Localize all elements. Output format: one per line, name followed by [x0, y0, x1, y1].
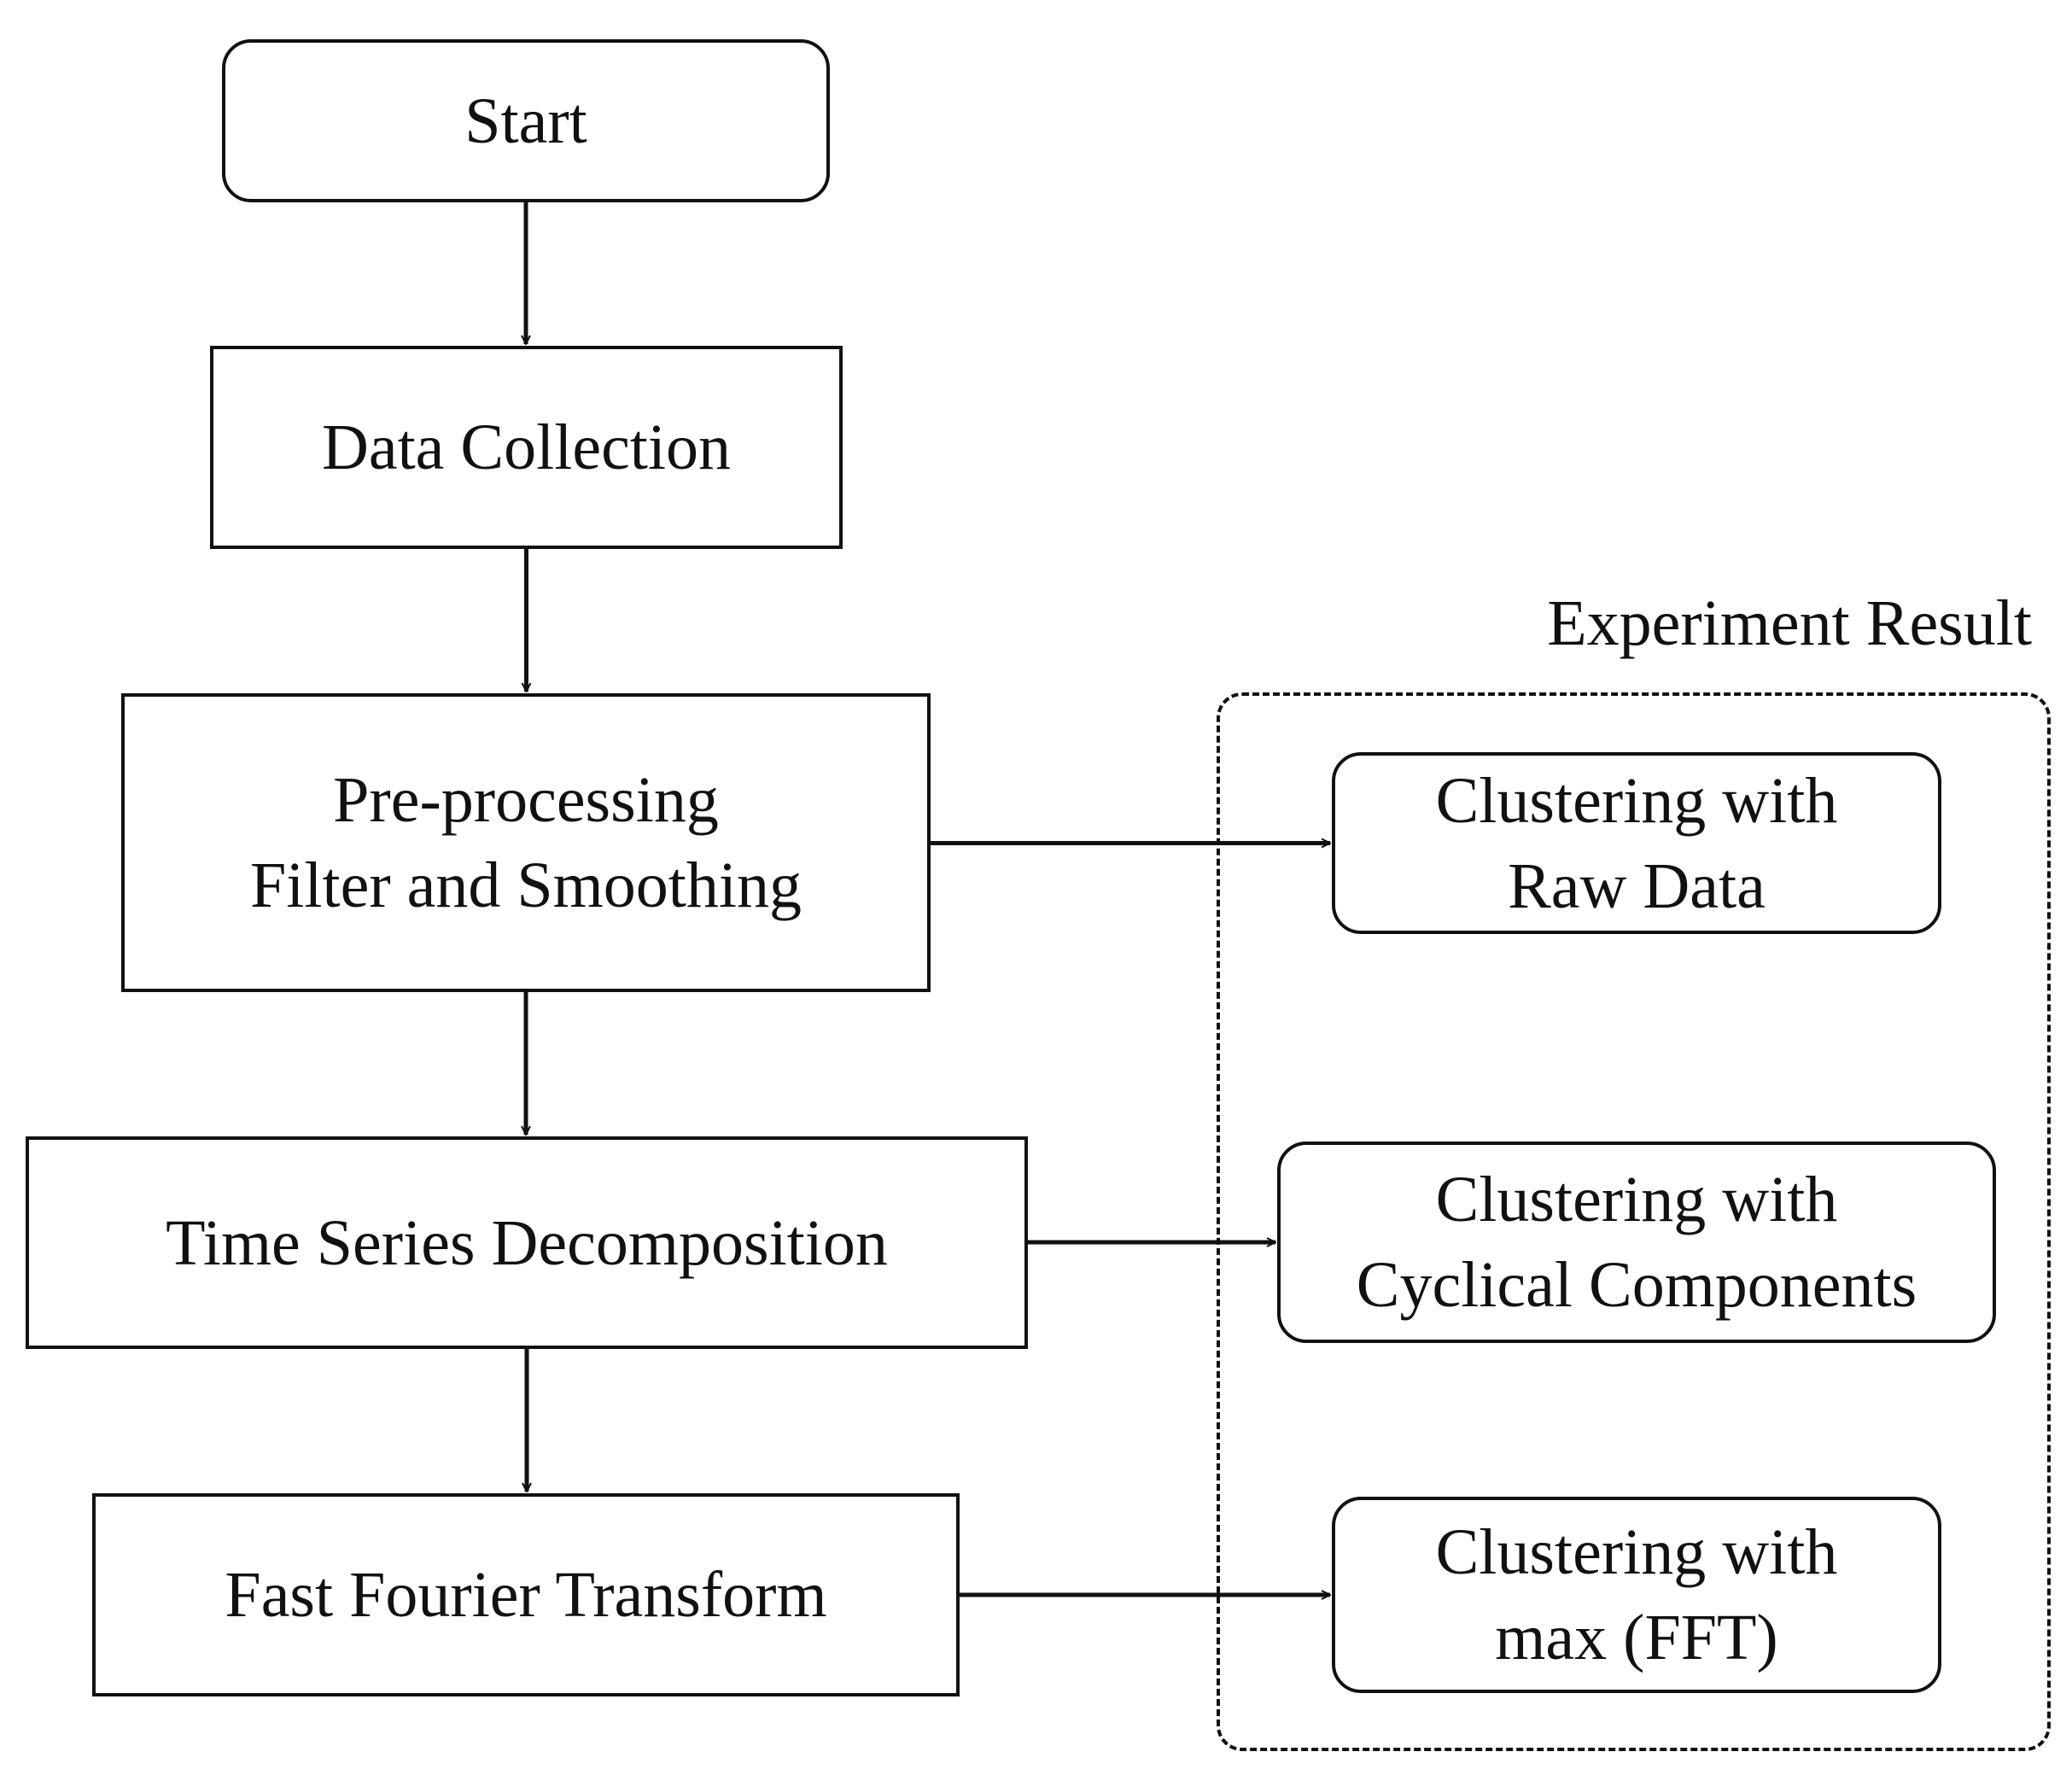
fft-node: Fast Fourier Transform	[92, 1493, 960, 1696]
start-node-label: Start	[464, 85, 587, 157]
clustering-max-fft-label-line-1: Clustering with	[1435, 1516, 1838, 1588]
experiment-result-title: Experiment Result	[1547, 587, 2032, 659]
data-collection-node: Data Collection	[210, 346, 843, 549]
clustering-max-fft-label-line-2: max (FFT)	[1495, 1602, 1778, 1673]
data-collection-label: Data Collection	[321, 412, 732, 483]
decomposition-node: Time Series Decomposition	[26, 1136, 1028, 1349]
clustering-raw-node: Clustering with Raw Data	[1332, 752, 1941, 934]
clustering-max-fft-node: Clustering with max (FFT)	[1332, 1497, 1941, 1693]
preprocessing-node: Pre-processing Filter and Smoothing	[121, 693, 931, 992]
preprocessing-label-line-2: Filter and Smoothing	[250, 850, 802, 921]
decomposition-label: Time Series Decomposition	[166, 1206, 888, 1279]
clustering-raw-label-line-2: Raw Data	[1508, 850, 1766, 922]
start-node: Start	[222, 39, 830, 202]
experiment-result-group	[1217, 692, 2051, 1751]
clustering-raw-label-line-1: Clustering with	[1435, 764, 1838, 837]
clustering-cyclical-label-line-1: Clustering with	[1435, 1164, 1838, 1235]
clustering-cyclical-node: Clustering with Cyclical Components	[1277, 1142, 1996, 1343]
fft-label: Fast Fourier Transform	[225, 1559, 827, 1631]
clustering-cyclical-label-line-2: Cyclical Components	[1356, 1249, 1917, 1321]
preprocessing-label-line-1: Pre-processing	[333, 764, 719, 836]
